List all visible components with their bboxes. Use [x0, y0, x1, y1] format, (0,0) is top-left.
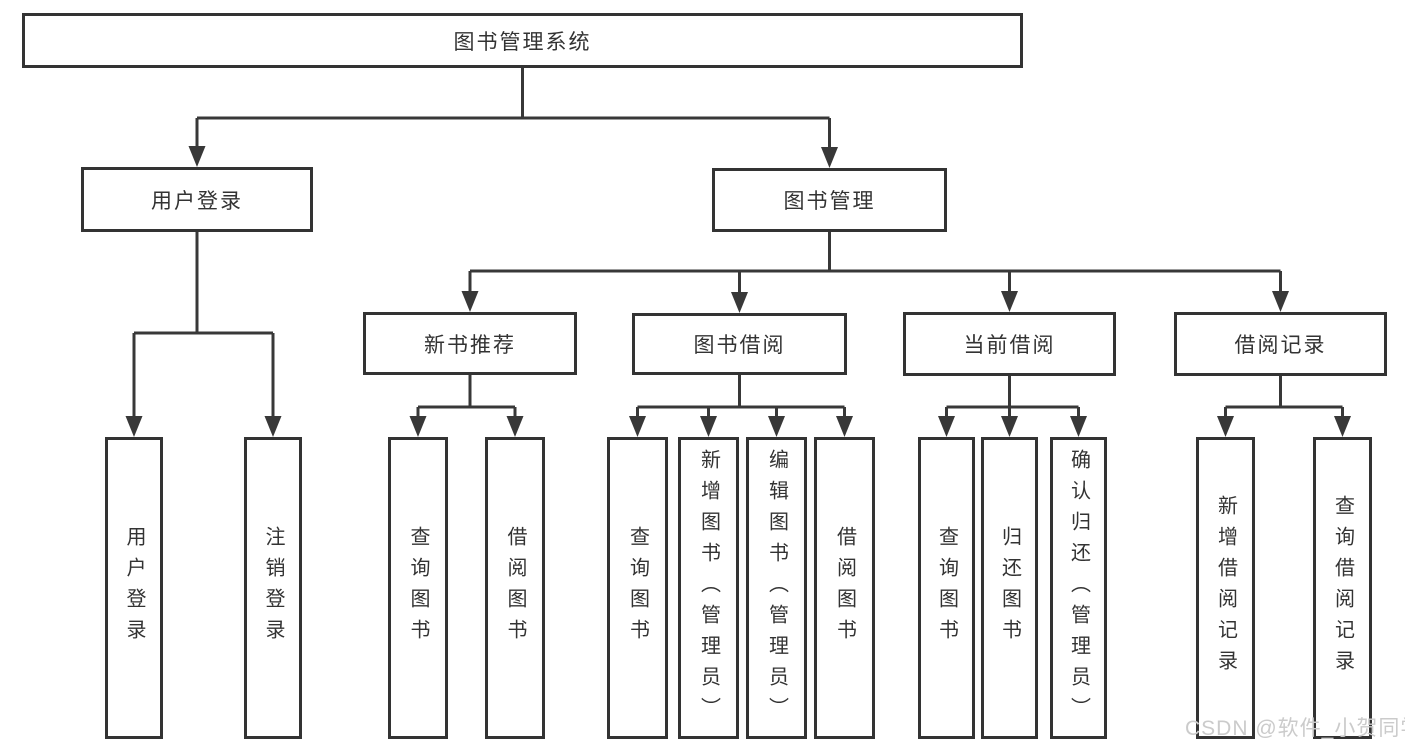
node-book-borrowing: 图书借阅 — [632, 313, 847, 375]
leaf-recommend-query-books-label: 查询图书 — [407, 526, 429, 650]
leaf-return-books-label: 归还图书 — [998, 526, 1021, 650]
arrowheads — [125, 146, 1351, 437]
leaf-current-query-books: 查询图书 — [918, 437, 975, 739]
leaf-edit-books-admin-label: 编辑图书（管理员） — [765, 448, 788, 728]
leaf-add-books-admin: 新增图书（管理员） — [678, 437, 739, 739]
leaf-return-books: 归还图书 — [981, 437, 1038, 739]
node-new-book-recommend-label: 新书推荐 — [424, 333, 516, 357]
leaf-confirm-return-admin: 确认归还（管理员） — [1050, 437, 1107, 739]
node-library-management-system-label: 图书管理系统 — [453, 30, 592, 54]
node-user-login-label: 用户登录 — [151, 189, 243, 213]
node-current-borrowing-label: 当前借阅 — [963, 334, 1056, 357]
node-book-borrowing-label: 图书借阅 — [693, 334, 786, 357]
leaf-user-login-label: 用户登录 — [123, 526, 145, 650]
leaf-recommend-borrow-books-label: 借阅图书 — [504, 526, 526, 650]
node-user-login: 用户登录 — [81, 167, 313, 232]
leaf-current-query-books-label: 查询图书 — [935, 526, 958, 650]
node-borrowing-records-label: 借阅记录 — [1234, 334, 1327, 357]
watermark: CSDN @软件_小贺同学 — [1185, 717, 1405, 740]
leaf-recommend-borrow-books: 借阅图书 — [485, 437, 545, 739]
leaf-query-borrow-record-label: 查询借阅记录 — [1331, 495, 1354, 681]
leaf-query-borrow-record: 查询借阅记录 — [1313, 437, 1372, 739]
node-book-management: 图书管理 — [712, 168, 947, 232]
leaf-logout-label: 注销登录 — [262, 526, 284, 650]
node-new-book-recommend: 新书推荐 — [363, 312, 577, 375]
leaf-edit-books-admin: 编辑图书（管理员） — [746, 437, 807, 739]
node-library-management-system: 图书管理系统 — [22, 13, 1023, 68]
leaf-confirm-return-admin-label: 确认归还（管理员） — [1067, 448, 1090, 728]
leaf-borrow-books-label: 借阅图书 — [833, 526, 856, 650]
leaf-borrowing-query-books-label: 查询图书 — [626, 526, 649, 650]
leaf-add-borrow-record-label: 新增借阅记录 — [1214, 495, 1237, 681]
leaf-user-login: 用户登录 — [105, 437, 163, 739]
leaf-borrow-books: 借阅图书 — [814, 437, 875, 739]
leaf-logout: 注销登录 — [244, 437, 302, 739]
leaf-borrowing-query-books: 查询图书 — [607, 437, 668, 739]
node-current-borrowing: 当前借阅 — [903, 312, 1116, 376]
leaf-add-borrow-record: 新增借阅记录 — [1196, 437, 1255, 739]
node-borrowing-records: 借阅记录 — [1174, 312, 1387, 376]
leaf-recommend-query-books: 查询图书 — [388, 437, 448, 739]
node-book-management-label: 图书管理 — [783, 190, 876, 213]
leaf-add-books-admin-label: 新增图书（管理员） — [697, 448, 720, 728]
